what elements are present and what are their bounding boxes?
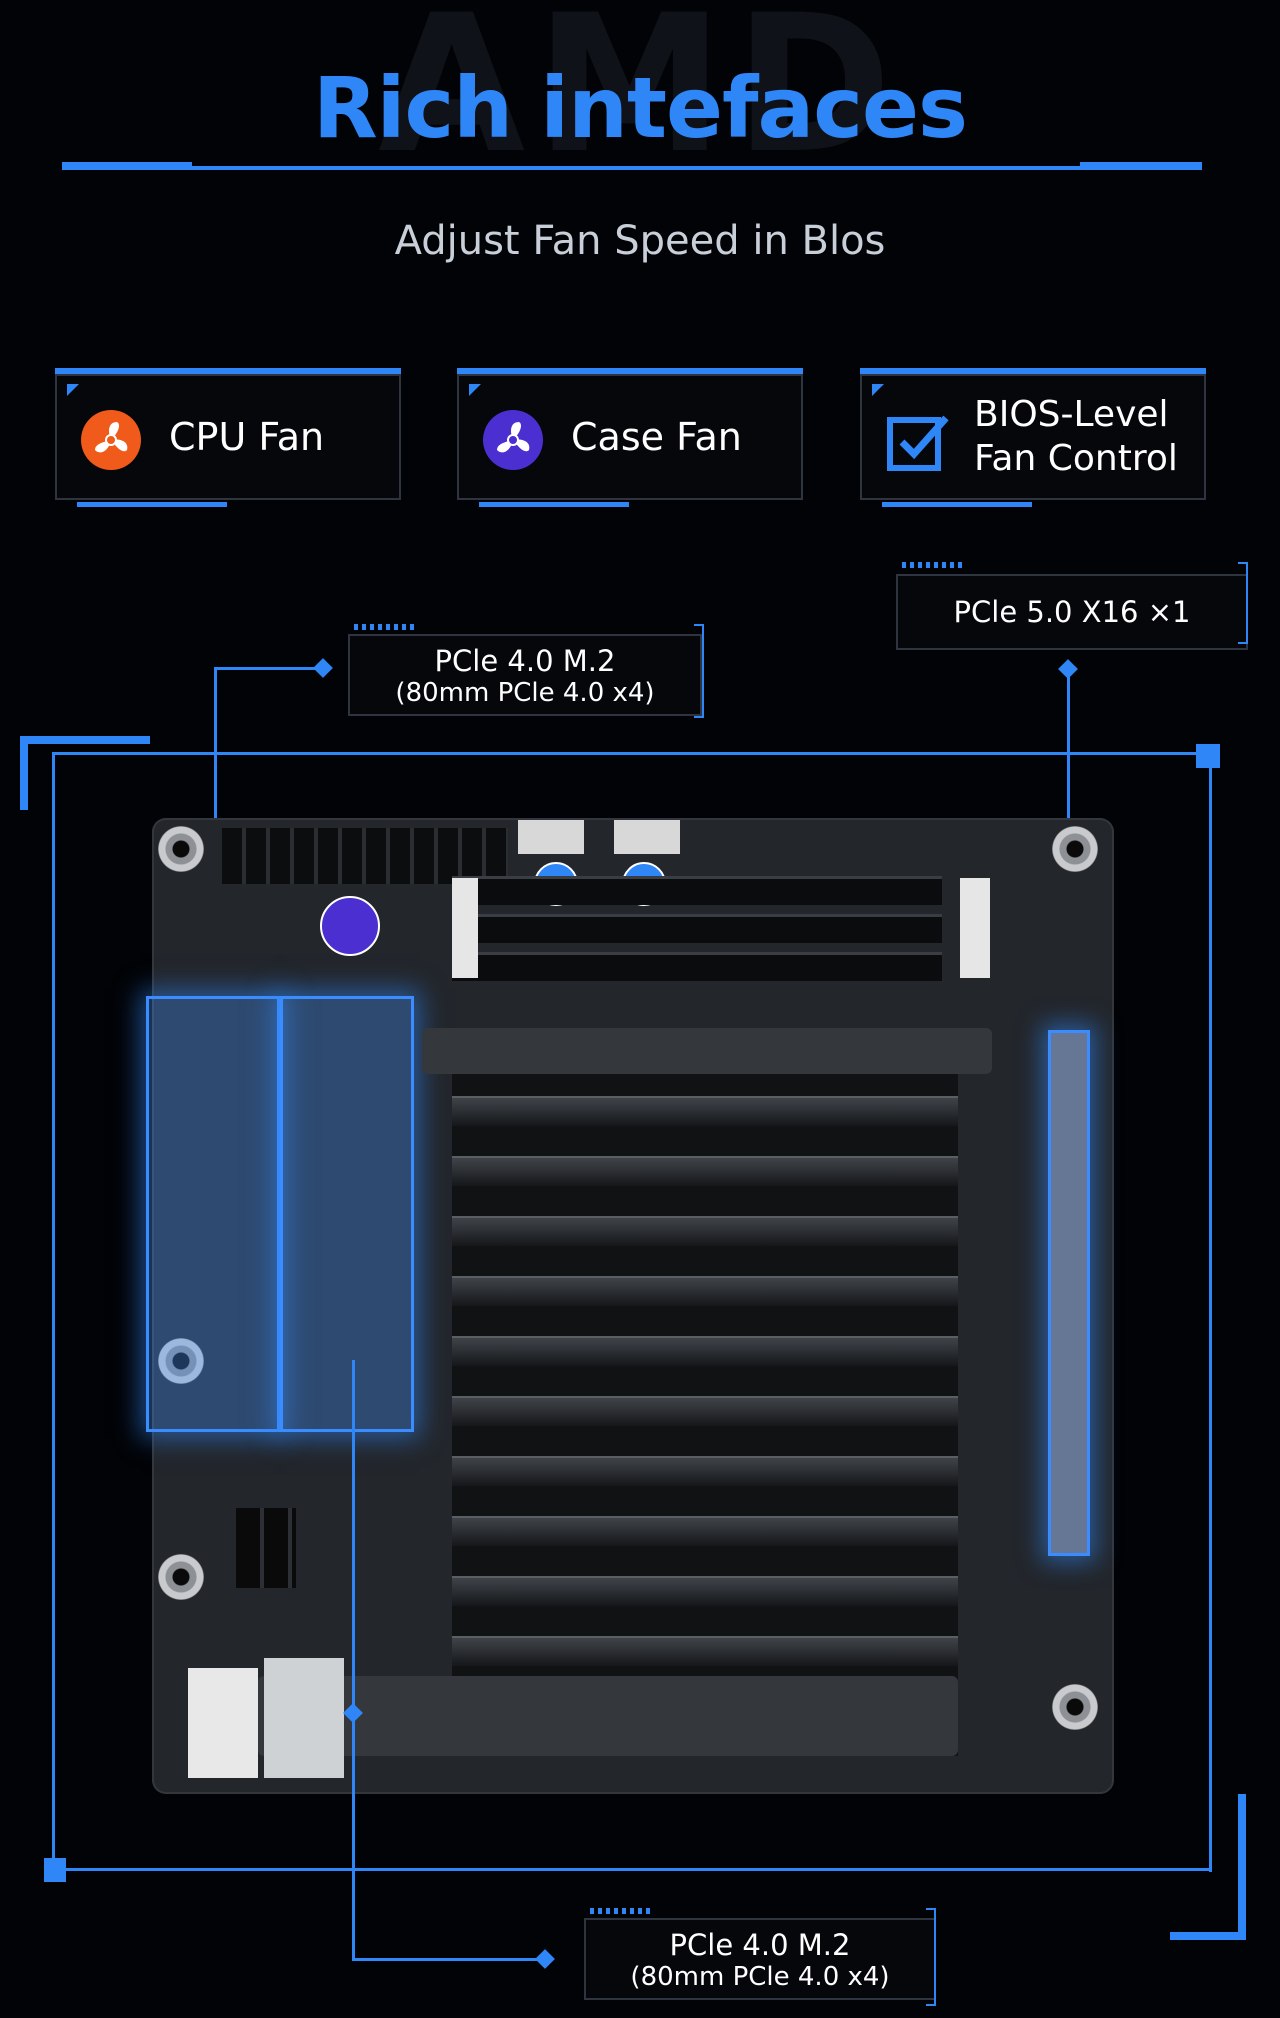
pcie5-bracket: [1238, 562, 1248, 644]
frame-left: [52, 752, 55, 1872]
card-label: Case Fan: [571, 415, 742, 459]
cpu-heatsink: [452, 1066, 958, 1756]
cpu-fan-icon: [320, 896, 380, 956]
card-top-bar: [457, 368, 803, 374]
title-underline-left-accent: [62, 162, 192, 170]
frame-top-left-accent: [20, 736, 150, 744]
feature-card-cpu-fan: CPU Fan: [55, 368, 401, 507]
motherboard: [146, 818, 1114, 1794]
frame-bottom-left-accent: [44, 1858, 66, 1882]
card-bottom-bar: [479, 502, 629, 507]
frame-top: [52, 752, 1212, 755]
frame-right-outer: [1238, 1794, 1246, 1940]
m2-bottom-bracket: [926, 1908, 936, 2006]
card-label-line2: Fan Control: [974, 438, 1178, 479]
card-bottom-bar: [77, 502, 227, 507]
m2-bottom-label-line2: (80mm PCle 4.0 x4): [630, 1962, 890, 1992]
ram-slot: [452, 876, 942, 905]
fan-header: [614, 820, 680, 854]
ram-latch: [452, 878, 478, 978]
m2-bottom-leader-h: [352, 1958, 544, 1961]
page-subtitle: Adjust Fan Speed in Blos: [394, 218, 886, 264]
mount-hole: [158, 826, 204, 872]
m2-bottom-ticks: [590, 1908, 650, 1914]
heatsink-top-bracket: [422, 1028, 992, 1074]
m2-slot-1: [146, 996, 280, 1432]
ram-slot: [452, 914, 942, 943]
m2-top-label-line1: PCle 4.0 M.2: [434, 644, 616, 678]
mount-hole: [158, 1338, 204, 1384]
frame-bottom-right-outer: [1170, 1932, 1246, 1940]
page-title: Rich intefaces: [312, 59, 968, 157]
card-top-bar: [860, 368, 1206, 374]
frame-bottom: [52, 1868, 1212, 1871]
ethernet-port: [264, 1658, 344, 1778]
brand-watermark: AMD: [378, 0, 902, 170]
pcie5-leader-dot: [1058, 659, 1078, 679]
m2-top-callout: PCle 4.0 M.2 (80mm PCle 4.0 x4): [348, 634, 702, 716]
card-label-line1: BIOS-Level: [974, 394, 1169, 435]
card-label: CPU Fan: [169, 415, 325, 459]
frame-left-accent: [20, 736, 28, 810]
pcie5-label: PCle 5.0 X16 ×1: [953, 595, 1191, 629]
m2-bottom-label-line1: PCle 4.0 M.2: [669, 1928, 851, 1962]
feature-card-bios-fan-control: BIOS-Level Fan Control: [860, 368, 1206, 507]
checkbox-icon: [886, 410, 949, 471]
card-bottom-bar: [882, 502, 1032, 507]
card-corner: [469, 384, 481, 396]
m2-slot-2: [280, 996, 414, 1432]
m2-top-label-line2: (80mm PCle 4.0 x4): [395, 678, 655, 708]
m2-top-ticks: [354, 624, 414, 630]
mount-hole: [1052, 826, 1098, 872]
fan-header: [518, 820, 584, 854]
m2-top-leader-dot: [313, 658, 333, 678]
pcie5-callout: PCle 5.0 X16 ×1: [896, 574, 1248, 650]
mount-hole: [158, 1554, 204, 1600]
power-connector-8pin: [236, 1508, 296, 1588]
frame-right: [1209, 752, 1212, 1872]
m2-bottom-callout: PCle 4.0 M.2 (80mm PCle 4.0 x4): [584, 1918, 936, 2000]
card-top-bar: [55, 368, 401, 374]
pcie5-ticks: [902, 562, 962, 568]
m2-bottom-leader-dot: [535, 1949, 555, 1969]
feature-card-case-fan: Case Fan: [457, 368, 803, 507]
ram-latch: [960, 878, 990, 978]
frame-right-accent: [1196, 744, 1220, 768]
usb-port: [188, 1668, 258, 1778]
cpu-fan-icon: [81, 410, 141, 470]
pcie-x16-slot: [1048, 1030, 1090, 1556]
m2-bottom-leader-v: [352, 1360, 355, 1960]
card-corner: [67, 384, 79, 396]
ram-slot: [452, 952, 942, 981]
mount-hole: [1052, 1684, 1098, 1730]
title-underline-right-accent: [1080, 162, 1202, 170]
m2-top-bracket: [694, 624, 704, 718]
card-corner: [872, 384, 884, 396]
atx-power-connector: [222, 828, 508, 884]
heatsink-bottom-bracket: [258, 1676, 958, 1756]
case-fan-icon: [483, 410, 543, 470]
title-underline: [62, 166, 1202, 170]
m2-top-leader-h: [214, 667, 324, 670]
card-label: BIOS-Level Fan Control: [974, 376, 1178, 498]
